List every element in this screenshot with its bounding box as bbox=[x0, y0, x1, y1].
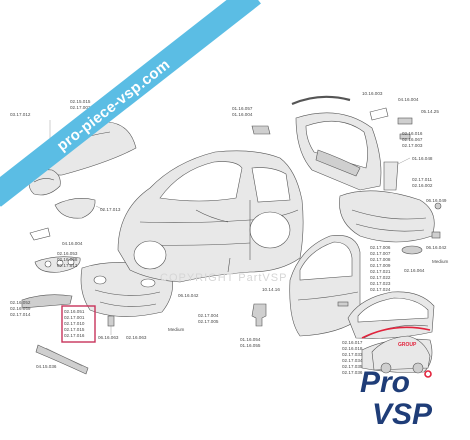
part-label: 02.17.015 bbox=[64, 327, 85, 332]
part-label: 02.17.034 bbox=[342, 358, 363, 363]
part-label: 06.16.042 bbox=[178, 293, 199, 298]
part-label: 02.17.006 bbox=[370, 245, 391, 250]
logo-vsp-text: VSP bbox=[372, 398, 433, 431]
part-label: 02.17.035 bbox=[342, 364, 363, 369]
highlighted-part-number-box bbox=[61, 305, 96, 343]
bumper-clip bbox=[107, 315, 115, 335]
part-label: 01.16.054 bbox=[240, 337, 261, 342]
part-label: 02.17.007 bbox=[370, 251, 391, 256]
part-label: 02.17.003 bbox=[402, 143, 423, 148]
part-label: 02.16.067 bbox=[402, 137, 423, 142]
part-label: 02.16.059 bbox=[10, 306, 31, 311]
part-label: 03.17.012 bbox=[10, 112, 31, 117]
part-label: 02.17.016 bbox=[64, 333, 85, 338]
part-label: 02.16.018 bbox=[342, 346, 363, 351]
part-label: 10.14.16 bbox=[262, 287, 280, 292]
part-label: 02.16.051 bbox=[64, 309, 85, 314]
part-label: 02.16.016 bbox=[402, 131, 423, 136]
roof-seal-strip bbox=[291, 95, 351, 106]
part-label: 04.15.036 bbox=[36, 364, 57, 369]
part-label: 02.17.033 bbox=[342, 352, 363, 357]
logo-pro-text: Pro bbox=[360, 366, 410, 399]
headlamp-strip-upper bbox=[34, 256, 81, 273]
front-bracket-left bbox=[29, 227, 51, 241]
part-label: 02.17.023 bbox=[370, 281, 391, 286]
part-label: 02.16.063 bbox=[126, 335, 147, 340]
clip-01-16-057 bbox=[251, 125, 271, 135]
part-label: 01.16.057 bbox=[232, 106, 253, 111]
part-label: 02.17.014 bbox=[10, 312, 31, 317]
part-label: 02.17.013 bbox=[100, 207, 121, 212]
trim-strip-lower bbox=[35, 344, 89, 375]
front-door bbox=[289, 235, 361, 337]
part-label: 06.16.049 bbox=[426, 198, 447, 203]
part-label: 02.17.011 bbox=[412, 177, 433, 182]
part-label: 02.17.024 bbox=[370, 287, 391, 292]
part-label: 02.17.013 bbox=[57, 263, 78, 268]
car-thumbnail bbox=[371, 335, 431, 374]
part-label: 02.17.022 bbox=[370, 275, 391, 280]
logo-swoosh bbox=[361, 326, 431, 339]
rear-bumper bbox=[339, 190, 435, 243]
part-label: 06.16.042 bbox=[426, 245, 447, 250]
rear-reflector bbox=[401, 245, 423, 255]
pro-vsp-logo: GROUP Pro VSP bbox=[360, 326, 433, 431]
banner-ribbon bbox=[0, 0, 261, 207]
part-label: 02.16.053 bbox=[57, 251, 78, 256]
part-label: 10.16.003 bbox=[362, 91, 383, 96]
part-label: 02.16.017 bbox=[342, 340, 363, 345]
part-label: 02.17.036 bbox=[342, 370, 363, 375]
part-label: 04.16.004 bbox=[398, 97, 419, 102]
rear-clip-06-16-042 bbox=[431, 231, 441, 239]
grille-panel bbox=[54, 198, 105, 219]
part-label: 05.14.25 bbox=[421, 109, 439, 114]
rear-bracket bbox=[383, 157, 411, 191]
door-outer-skin bbox=[347, 291, 435, 339]
clip-02-16-016 bbox=[399, 133, 411, 140]
body-shell bbox=[117, 150, 304, 283]
trim-strip-middle bbox=[21, 294, 73, 309]
part-label: 02.16.002 bbox=[412, 183, 433, 188]
part-label: 02.17.010 bbox=[64, 321, 85, 326]
part-label: 06.16.063 bbox=[98, 335, 119, 340]
clip-05-14-25 bbox=[397, 117, 413, 125]
rear-clip-06-16-049 bbox=[434, 202, 442, 210]
logo-red-dot bbox=[424, 370, 432, 378]
part-label: 01.16.004 bbox=[232, 112, 253, 117]
part-label: 02.16.052 bbox=[10, 300, 31, 305]
part-label: Medium bbox=[432, 259, 449, 264]
part-label: 02.15.015 bbox=[70, 99, 91, 104]
part-label: 02.17.021 bbox=[370, 269, 391, 274]
copyright-watermark: COPYRIGHT PartVSP bbox=[160, 272, 287, 284]
logo-group-text: GROUP bbox=[398, 342, 417, 348]
part-label: 02.17.005 bbox=[198, 319, 219, 324]
part-label: 02.17.008 bbox=[370, 257, 391, 262]
part-label: 02.17.004 bbox=[198, 313, 219, 318]
part-label: 02.17.002 bbox=[70, 105, 91, 110]
part-number-labels: 03.17.012 02.15.015 02.17.002 02.17.013 … bbox=[10, 91, 449, 375]
rear-hatch bbox=[295, 112, 382, 191]
clip-04-16-004-top bbox=[369, 107, 389, 121]
part-label: 02.17.001 bbox=[64, 315, 85, 320]
part-label: 04.16.004 bbox=[62, 241, 83, 246]
part-label: 02.16.058 bbox=[57, 257, 78, 262]
part-label: 01.16.055 bbox=[240, 343, 261, 348]
part-label: Medium bbox=[168, 327, 185, 332]
hinge-part bbox=[251, 303, 267, 327]
part-label: 02.16.064 bbox=[404, 268, 425, 273]
part-label: 02.17.009 bbox=[370, 263, 391, 268]
part-label: 01.16.048 bbox=[412, 156, 433, 161]
